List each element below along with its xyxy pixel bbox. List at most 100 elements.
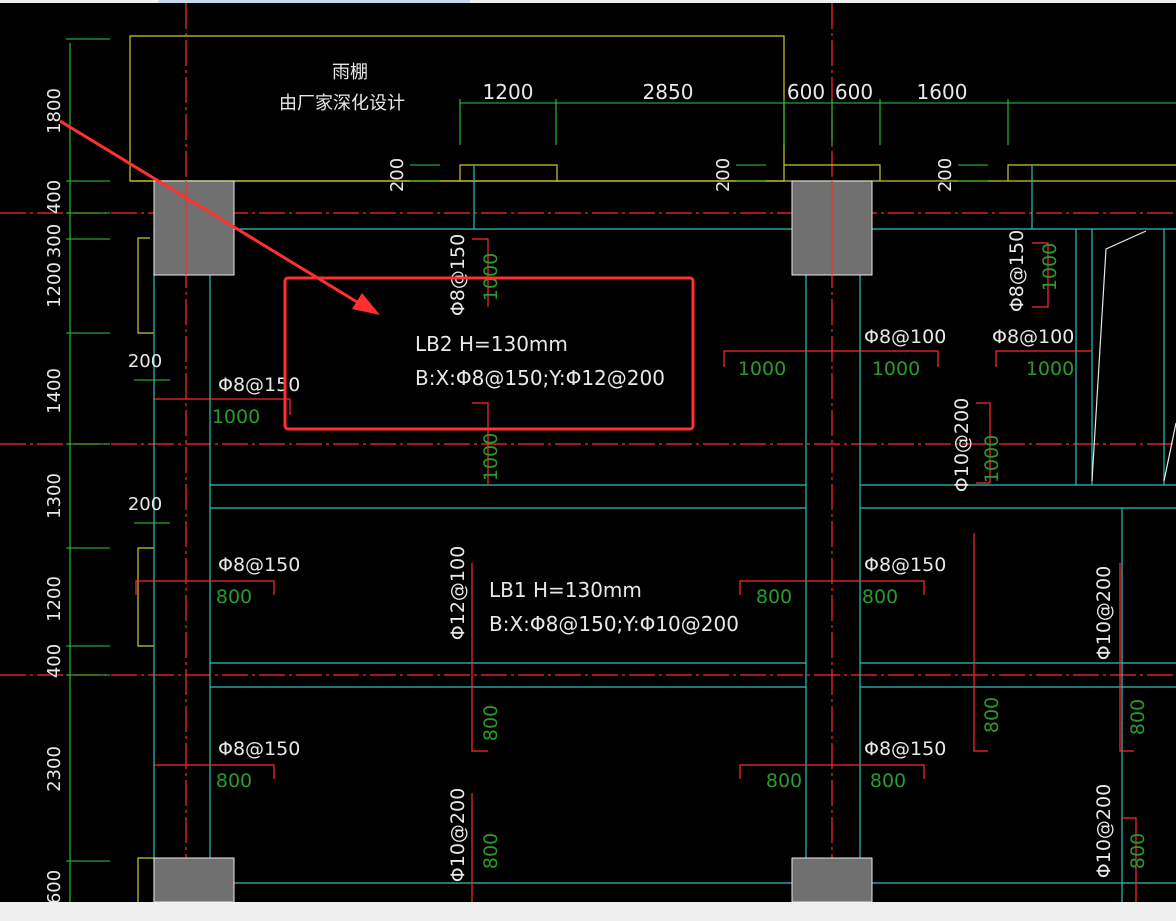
length-label-vl9: 800 — [1127, 833, 1149, 869]
arrow-head-icon — [352, 293, 380, 315]
rebar-label-v1: Φ8@150 — [447, 234, 469, 316]
rebar-label-v4: Φ10@200 — [1093, 566, 1115, 660]
rebar-h-5 — [739, 580, 925, 595]
rebar-label-v3: Φ10@200 — [951, 398, 973, 492]
left-dim-1400: 1400 — [44, 368, 65, 414]
stair-stroke-1 — [1091, 230, 1147, 482]
columns — [153, 180, 873, 902]
rebar-length-labels: 1000 1000 1000 1000 800 800 800 800 800 … — [212, 358, 1074, 792]
rebar-v-5 — [973, 533, 988, 752]
left-dim-2300: 2300 — [44, 746, 65, 792]
length-label-vl8: 800 — [480, 833, 502, 869]
slab-labels: LB2 H=130mm B:X:Φ8@150;Y:Φ12@200 LB1 H=1… — [415, 332, 739, 636]
rebar-v-9 — [1122, 817, 1137, 902]
rebar-h-6 — [154, 764, 275, 779]
left-dim-1800: 1800 — [44, 88, 65, 134]
small-dimension-text: 200 200 200 200 200 — [128, 158, 956, 515]
left-dim-1200-b: 1200 — [44, 576, 65, 622]
beam-lines — [153, 165, 1176, 902]
small-dim-200-e: 200 — [128, 494, 162, 515]
length-label-l8: 800 — [216, 770, 252, 792]
rebar-h-2 — [723, 350, 939, 367]
active-tab-indicator[interactable] — [158, 0, 470, 3]
rebar-label-r6: Φ8@150 — [864, 554, 946, 576]
left-dim-400-a: 400 — [44, 180, 65, 214]
structural-slab-drawing[interactable]: 雨棚 由厂家深化设计 1200 2850 600 600 1600 200 20… — [0, 3, 1176, 902]
length-label-vl4: 1000 — [981, 435, 1003, 483]
top-dimension-text: 1200 2850 600 600 1600 — [483, 80, 968, 104]
rebar-v-1 — [472, 238, 489, 307]
rebar-spec-labels-vertical: Φ8@150 Φ12@100 Φ8@150 Φ10@200 Φ10@200 Φ1… — [447, 230, 1115, 882]
rebar-h-7 — [739, 764, 925, 779]
slab-lb2-title: LB2 H=130mm — [415, 332, 568, 356]
rebar-label-v7: Φ8@150 — [1006, 230, 1028, 312]
rebar-v-2 — [472, 402, 489, 485]
rebar-label-v6: Φ10@200 — [1093, 784, 1115, 878]
canopy-step-3 — [1007, 164, 1176, 181]
length-label-l9: 800 — [766, 770, 802, 792]
canopy-step-1 — [459, 164, 558, 181]
arrow-shaft — [59, 119, 363, 307]
column-4 — [791, 857, 873, 902]
left-dim-600: 600 — [44, 870, 65, 902]
top-dim-2850: 2850 — [643, 80, 694, 104]
stair-stroke-2 — [1163, 422, 1176, 482]
rebar-spec-labels: Φ8@150 Φ8@100 Φ8@100 Φ8@150 Φ8@150 Φ8@15… — [218, 326, 1074, 760]
rebar-label-r5: Φ8@150 — [218, 554, 300, 576]
canopy-step-2 — [784, 164, 881, 181]
stair-lines — [1091, 230, 1176, 482]
slab-lb2-rebar: B:X:Φ8@150;Y:Φ12@200 — [415, 366, 665, 390]
rebar-lines — [135, 238, 1137, 902]
column-1 — [153, 180, 235, 276]
highlight-box — [283, 276, 695, 431]
rebar-v-7 — [1119, 563, 1134, 752]
rebar-h-3 — [995, 350, 1092, 367]
rebar-label-r8: Φ8@150 — [864, 738, 946, 760]
rebar-v-4 — [976, 402, 991, 484]
left-notch-1 — [137, 237, 154, 334]
drawing-viewport[interactable]: 雨棚 由厂家深化设计 1200 2850 600 600 1600 200 20… — [0, 3, 1176, 902]
left-notch-3 — [137, 857, 154, 902]
left-notch-2 — [137, 547, 154, 647]
rebar-label-r1: Φ8@150 — [218, 374, 300, 396]
rebar-label-r3: Φ8@100 — [864, 326, 946, 348]
length-label-l7: 800 — [862, 586, 898, 608]
rebar-h-1 — [154, 398, 291, 415]
length-label-l10: 800 — [870, 770, 906, 792]
length-label-l4: 1000 — [1026, 358, 1074, 380]
rebar-length-labels-vertical: 1000 1000 1000 1000 800 800 800 800 800 — [480, 243, 1149, 869]
canopy-title: 雨棚 — [332, 62, 368, 83]
rebar-label-r7: Φ8@150 — [218, 738, 300, 760]
length-label-l1: 1000 — [212, 406, 260, 428]
left-dim-400-b: 400 — [44, 644, 65, 678]
slab-lb1-title: LB1 H=130mm — [489, 578, 642, 602]
dimension-lines — [66, 38, 1176, 902]
rebar-label-r4: Φ8@100 — [992, 326, 1074, 348]
canopy-note: 由厂家深化设计 — [279, 93, 405, 114]
small-dim-200-d: 200 — [128, 351, 162, 372]
length-label-vl2: 1000 — [480, 433, 502, 481]
column-3 — [153, 857, 235, 902]
length-label-l5: 800 — [216, 586, 252, 608]
length-label-vl5: 800 — [480, 705, 502, 741]
slab-lb1-rebar: B:X:Φ8@150;Y:Φ10@200 — [489, 612, 739, 636]
top-dim-600-a: 600 — [787, 80, 825, 104]
rebar-v-6 — [471, 563, 488, 752]
rebar-v-3 — [1032, 242, 1049, 308]
left-dim-1300: 1300 — [44, 473, 65, 519]
status-strip — [0, 902, 1176, 921]
canopy-boundary — [129, 35, 785, 182]
top-dim-600-b: 600 — [835, 80, 873, 104]
length-label-l3: 1000 — [872, 358, 920, 380]
small-dim-200-a: 200 — [387, 158, 408, 192]
window-top-edge — [0, 0, 1176, 3]
left-dim-300: 300 — [44, 224, 65, 258]
canopy-text: 雨棚 由厂家深化设计 — [279, 62, 405, 114]
small-dim-200-c: 200 — [935, 158, 956, 192]
length-label-l6: 800 — [756, 586, 792, 608]
length-label-vl3: 1000 — [1039, 243, 1061, 291]
canopy-outline — [129, 35, 1176, 902]
top-dim-1200: 1200 — [483, 80, 534, 104]
top-dim-1600: 1600 — [917, 80, 968, 104]
